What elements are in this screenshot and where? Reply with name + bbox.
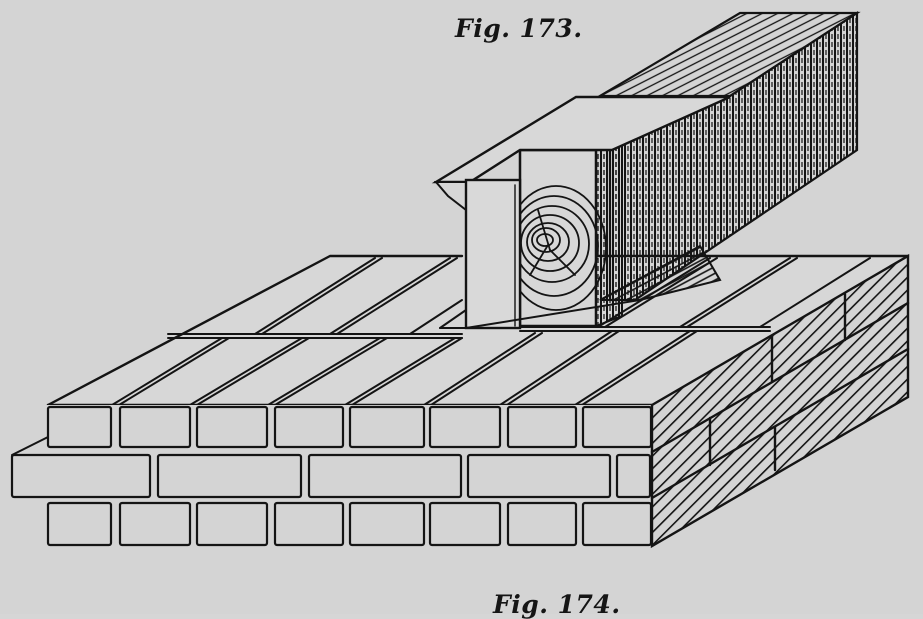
- figure-174-caption: Fig. 174.: [493, 590, 621, 619]
- metal-shoe: [431, 95, 731, 330]
- top-brick-course: [46, 254, 910, 407]
- hatched-wall-section: [650, 253, 910, 549]
- figure-173-caption: Fig. 173.: [455, 14, 583, 43]
- brick-wall-front: [10, 405, 653, 547]
- timber-beam: [505, 10, 861, 328]
